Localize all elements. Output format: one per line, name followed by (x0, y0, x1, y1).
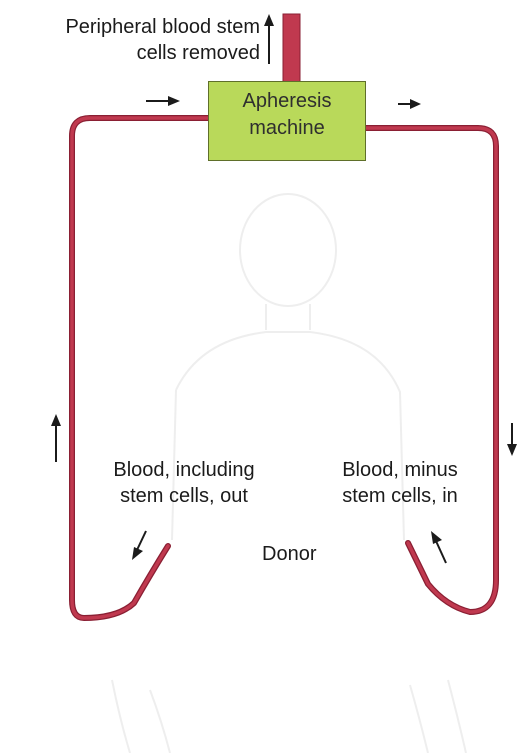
blood-out-label: Blood, including stem cells, out (86, 457, 282, 509)
removed-label-line2: cells removed (14, 40, 260, 66)
up-arrow-icon (264, 14, 274, 64)
donor-neck (266, 304, 310, 330)
donor-head (240, 194, 336, 306)
donor-legs (112, 680, 466, 753)
out-label-line1: Blood, including (86, 457, 282, 483)
machine-label-line1: Apheresis (208, 88, 366, 115)
blood-in-label: Blood, minus stem cells, in (320, 457, 480, 509)
up-arrow-icon (51, 414, 61, 462)
out-label-line2: stem cells, out (86, 483, 282, 509)
down-left-arrow-icon (132, 531, 146, 560)
in-label-line2: stem cells, in (320, 483, 480, 509)
right-arrow-icon (398, 99, 421, 109)
apheresis-machine-label: Apheresis machine (208, 88, 366, 142)
down-arrow-icon (507, 423, 517, 456)
removed-label-line1: Peripheral blood stem (14, 14, 260, 40)
right-arrow-icon (146, 96, 180, 106)
in-label-line1: Blood, minus (320, 457, 480, 483)
output-tube (283, 14, 300, 84)
stem-cells-removed-label: Peripheral blood stem cells removed (14, 14, 260, 66)
donor-label: Donor (262, 541, 316, 567)
up-left-arrow-icon (431, 531, 446, 563)
machine-label-line2: machine (208, 115, 366, 142)
